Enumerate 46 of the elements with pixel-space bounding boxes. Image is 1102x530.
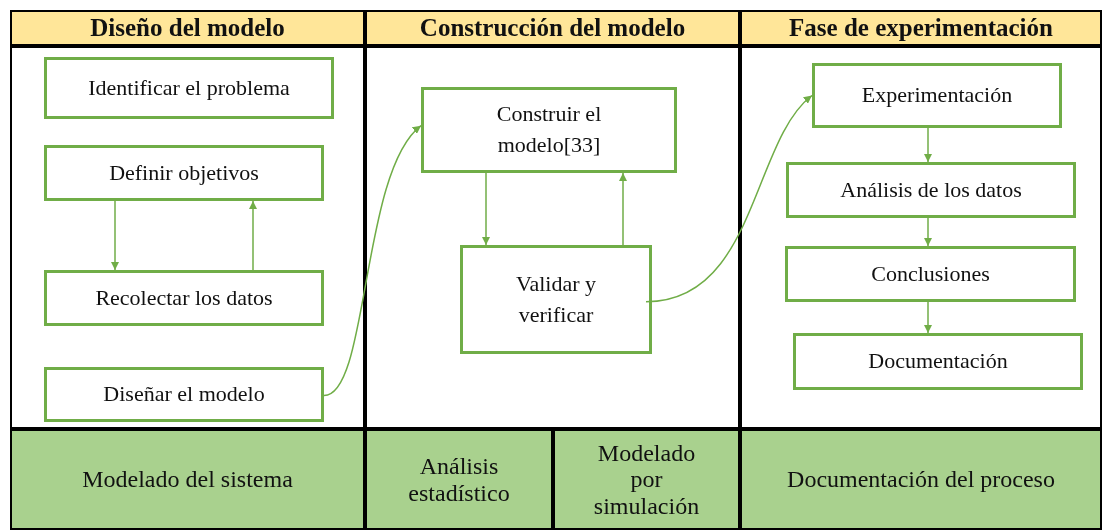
cell-text: Documentación del proceso xyxy=(787,466,1055,493)
arrow xyxy=(323,124,422,397)
process-box xyxy=(44,145,324,201)
step-text: Conclusiones xyxy=(871,259,990,288)
process-box xyxy=(44,367,324,422)
table-cell xyxy=(740,46,1102,429)
header-text: Fase de experimentación xyxy=(789,14,1053,42)
arrow xyxy=(923,127,933,163)
header-text: Construcción del modelo xyxy=(419,14,686,42)
cell-text: Modelado por simulación xyxy=(592,439,701,520)
process-box xyxy=(44,270,324,326)
process-box xyxy=(44,57,334,119)
step-text: Recolectar los datos xyxy=(95,283,273,312)
arrow xyxy=(248,200,258,271)
process-box xyxy=(793,333,1083,390)
table-cell xyxy=(10,429,365,530)
step-text: Diseñar el modelo xyxy=(103,380,265,409)
step-text: Documentación xyxy=(868,347,1008,376)
arrow xyxy=(618,172,628,246)
step-text: Análisis de los datos xyxy=(840,175,1022,204)
step-text: Validar y verificar xyxy=(515,269,597,329)
table-cell xyxy=(553,429,740,530)
arrow xyxy=(923,301,933,334)
step-text: Identificar el problema xyxy=(88,73,290,102)
header-text: Diseño del modelo xyxy=(90,14,285,42)
cell-text: Análisis estadístico xyxy=(407,453,511,506)
process-box xyxy=(421,87,677,173)
arrow xyxy=(923,217,933,247)
process-box xyxy=(812,63,1062,128)
step-text: Experimentación xyxy=(861,81,1013,110)
process-box xyxy=(785,246,1076,302)
column-header xyxy=(365,10,740,46)
process-box xyxy=(786,162,1076,218)
table-cell xyxy=(740,429,1102,530)
table-cell xyxy=(10,46,365,429)
arrow xyxy=(481,172,491,246)
table-cell xyxy=(365,46,740,429)
arrow xyxy=(110,200,120,271)
column-header xyxy=(740,10,1102,46)
cell-text: Modelado del sistema xyxy=(82,466,293,493)
table-cell xyxy=(365,429,553,530)
arrow xyxy=(645,94,813,303)
step-text: Definir objetivos xyxy=(109,158,259,187)
process-box xyxy=(460,245,652,354)
column-header xyxy=(10,10,365,46)
step-text: Construir el modelo[33] xyxy=(495,100,603,159)
